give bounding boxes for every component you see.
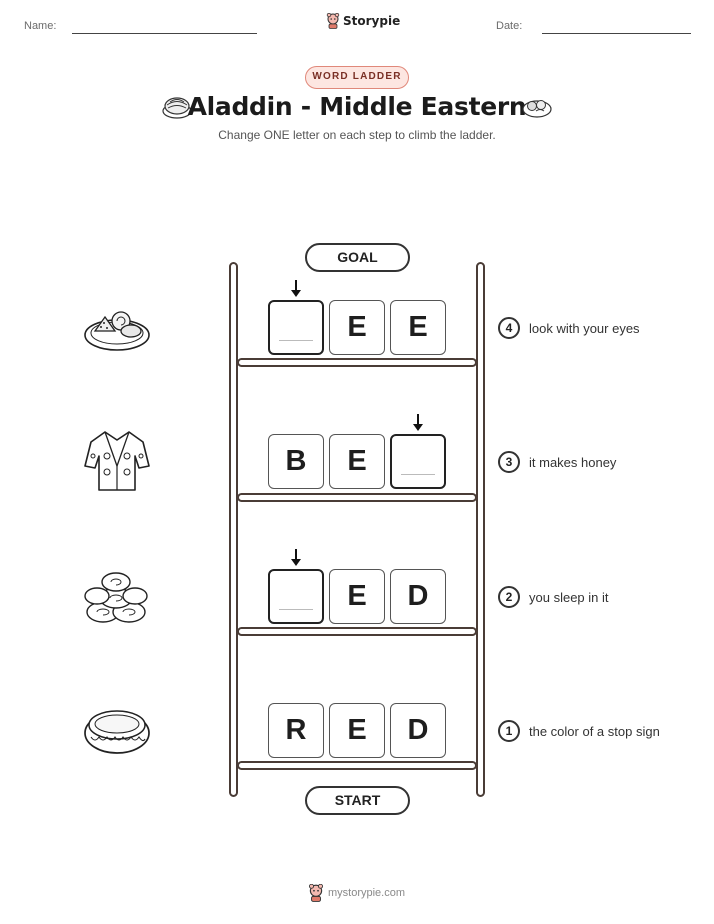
storypie-mascot-icon (309, 884, 323, 902)
letter-tile: E (329, 434, 385, 489)
letter-tile: E (329, 569, 385, 624)
bracelet-icon (84, 710, 150, 754)
letter-tile: E (329, 300, 385, 355)
date-line[interactable] (542, 33, 691, 34)
step-number: 2 (498, 586, 520, 608)
brand-name: Storypie (343, 14, 401, 28)
letter-input[interactable] (268, 300, 324, 355)
ladder-rung (237, 627, 477, 636)
goal-label: GOAL (305, 243, 410, 272)
change-arrow-icon (413, 414, 423, 431)
letter-tile: E (329, 703, 385, 758)
instructions: Change ONE letter on each step to climb … (218, 128, 496, 142)
clue-text: it makes honey (529, 455, 617, 470)
letter-input[interactable] (390, 434, 446, 489)
change-arrow-icon (291, 549, 301, 566)
letter-input[interactable] (268, 569, 324, 624)
worksheet-type-badge: WORD LADDER (305, 66, 409, 89)
letter-tile: R (268, 703, 324, 758)
ladder-rung (237, 358, 477, 367)
ladder-left-rail (229, 262, 238, 797)
start-label: START (305, 786, 410, 815)
robe-icon (84, 431, 150, 491)
dessert-plate-icon (522, 100, 552, 118)
cookie-plate-icon (84, 311, 150, 351)
ladder-rung (237, 493, 477, 502)
clue-text: look with your eyes (529, 321, 640, 336)
letter-tile: B (268, 434, 324, 489)
footer: mystorypie.com (308, 884, 405, 902)
name-label: Name: (24, 20, 57, 32)
step-number: 4 (498, 317, 520, 339)
cookie-stack-icon (84, 572, 148, 623)
page-title: Aladdin - Middle Eastern (187, 92, 527, 121)
step-number: 3 (498, 451, 520, 473)
change-arrow-icon (291, 280, 301, 297)
footer-site: mystorypie.com (328, 887, 406, 899)
clue-text: the color of a stop sign (529, 724, 660, 739)
ladder-rung (237, 761, 477, 770)
pastry-icon (162, 97, 192, 119)
storypie-mascot-icon (326, 13, 340, 29)
brand-logo: Storypie (326, 13, 400, 29)
step-number: 1 (498, 720, 520, 742)
name-line[interactable] (72, 33, 257, 34)
letter-tile: D (390, 703, 446, 758)
ladder-right-rail (476, 262, 485, 797)
letter-tile: D (390, 569, 446, 624)
letter-tile: E (390, 300, 446, 355)
date-label: Date: (496, 20, 523, 32)
clue-text: you sleep in it (529, 590, 609, 605)
